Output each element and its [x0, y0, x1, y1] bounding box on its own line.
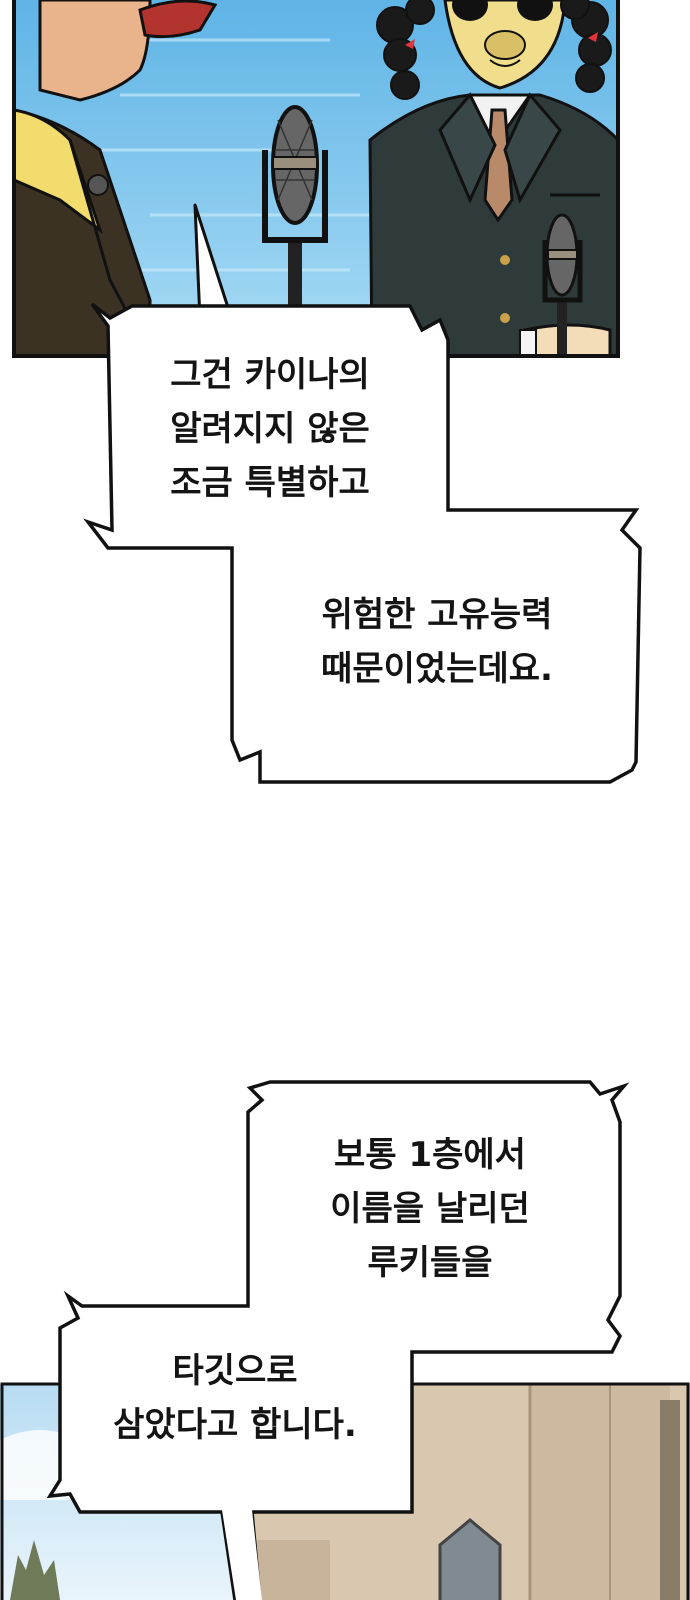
right-character: [368, 0, 620, 358]
speech-bubble-1: [83, 302, 642, 784]
bubble-text-line: 이름을 날리던: [330, 1189, 530, 1229]
bubble-text-line: 타깃으로: [172, 1351, 298, 1391]
bubble-text-line: 때문이었는데요.: [321, 649, 553, 689]
bubble-text-line: 알려지지 않은: [170, 409, 370, 449]
bubble-4-text: 타깃으로 삼았다고 합니다.: [90, 1344, 380, 1452]
bubble-text-line: 위험한 고유능력: [321, 595, 553, 635]
left-character: [12, 0, 218, 358]
microphone-right: [542, 213, 583, 356]
bubble-text-line: 보통 1층에서: [334, 1135, 526, 1175]
bubble-2-text: 위험한 고유능력 때문이었는데요.: [292, 588, 582, 696]
bubble-3-text: 보통 1층에서 이름을 날리던 루키들을: [300, 1128, 560, 1290]
bubble-text-line: 조금 특별하고: [170, 463, 370, 503]
bubble-text-line: 그건 카이나의: [170, 355, 370, 395]
bubble-text-line: 삼았다고 합니다.: [113, 1405, 357, 1445]
bubble-1-text: 그건 카이나의 알려지지 않은 조금 특별하고: [140, 348, 400, 510]
speech-bubble-2: [46, 1080, 630, 1600]
bubble-text-line: 루키들을: [367, 1243, 493, 1283]
